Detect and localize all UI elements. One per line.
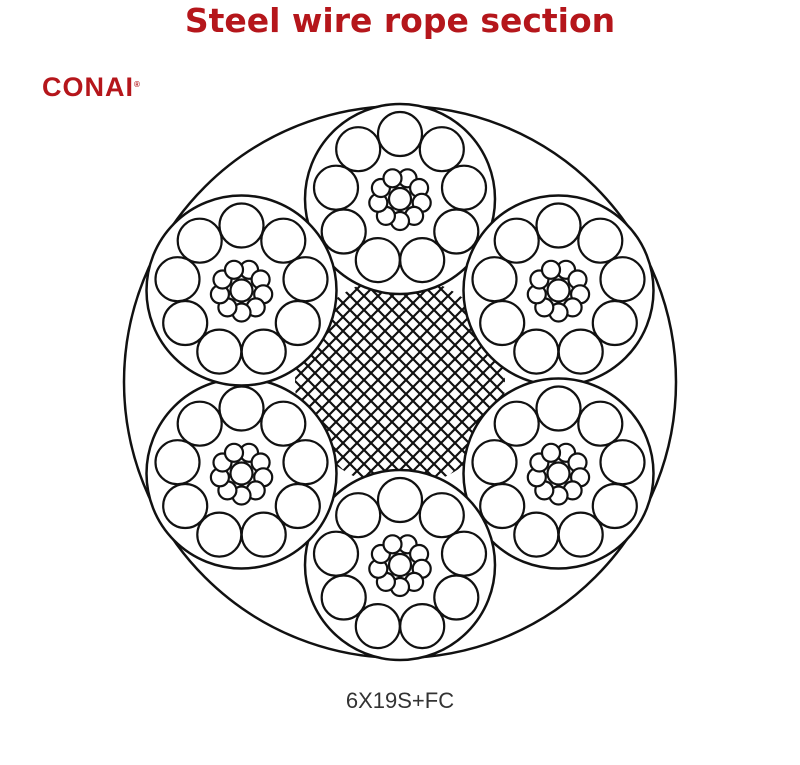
registered-mark: ® (134, 80, 140, 89)
wire (260, 400, 307, 447)
wire (223, 442, 245, 463)
wire (399, 602, 446, 650)
wire (382, 534, 403, 555)
wire (229, 278, 254, 303)
wire (320, 208, 367, 255)
wire (591, 299, 638, 347)
wire (433, 208, 480, 255)
wire (577, 400, 624, 447)
wire (176, 217, 223, 264)
wire (282, 256, 329, 303)
wire (493, 217, 540, 264)
wire (354, 237, 401, 284)
wire (557, 511, 604, 558)
wire (196, 511, 243, 558)
wire (418, 492, 465, 539)
wire (240, 328, 287, 375)
wire (540, 442, 562, 463)
wire (218, 385, 265, 432)
wire (599, 256, 646, 303)
wire (162, 482, 209, 530)
brand-logo: CONAI® (42, 72, 140, 102)
wire (274, 482, 321, 530)
wire (557, 328, 604, 375)
wire (399, 237, 446, 284)
fiber-core (295, 277, 505, 487)
wire (223, 259, 245, 280)
page-title: Steel wire rope section (184, 1, 616, 40)
wire (240, 511, 287, 558)
wire (354, 602, 401, 650)
wire (229, 461, 254, 486)
wire (479, 299, 526, 347)
rope-spec-label: 6X19S+FC (345, 688, 455, 713)
wire (320, 574, 367, 621)
wire-rope-cross-section (122, 102, 678, 662)
wire (312, 164, 360, 211)
wire (577, 217, 624, 264)
wire (154, 439, 201, 486)
wire (176, 400, 223, 447)
wire (433, 574, 480, 621)
wire (376, 110, 424, 158)
wire (335, 126, 382, 173)
wire (440, 530, 488, 577)
strands (145, 102, 655, 662)
wire (418, 126, 465, 173)
wire (335, 492, 382, 539)
wire (440, 164, 488, 211)
wire (513, 328, 560, 375)
wire (387, 186, 413, 212)
wire (218, 202, 265, 249)
wire (546, 461, 571, 486)
wire (471, 256, 518, 303)
wire (513, 511, 560, 558)
logo-text: CONAI (42, 72, 134, 102)
wire (260, 217, 307, 264)
wire (535, 385, 582, 432)
wire (591, 482, 638, 530)
wire (282, 439, 329, 486)
wire (274, 299, 321, 347)
wire (154, 256, 201, 303)
wire (493, 400, 540, 447)
wire (387, 552, 413, 578)
wire (312, 530, 360, 577)
wire (471, 439, 518, 486)
wire (599, 439, 646, 486)
wire (535, 202, 582, 249)
wire (540, 259, 562, 280)
wire (479, 482, 526, 530)
wire (376, 476, 424, 524)
wire (196, 328, 243, 375)
wire (162, 299, 209, 347)
wire (546, 278, 571, 303)
wire (382, 168, 403, 189)
